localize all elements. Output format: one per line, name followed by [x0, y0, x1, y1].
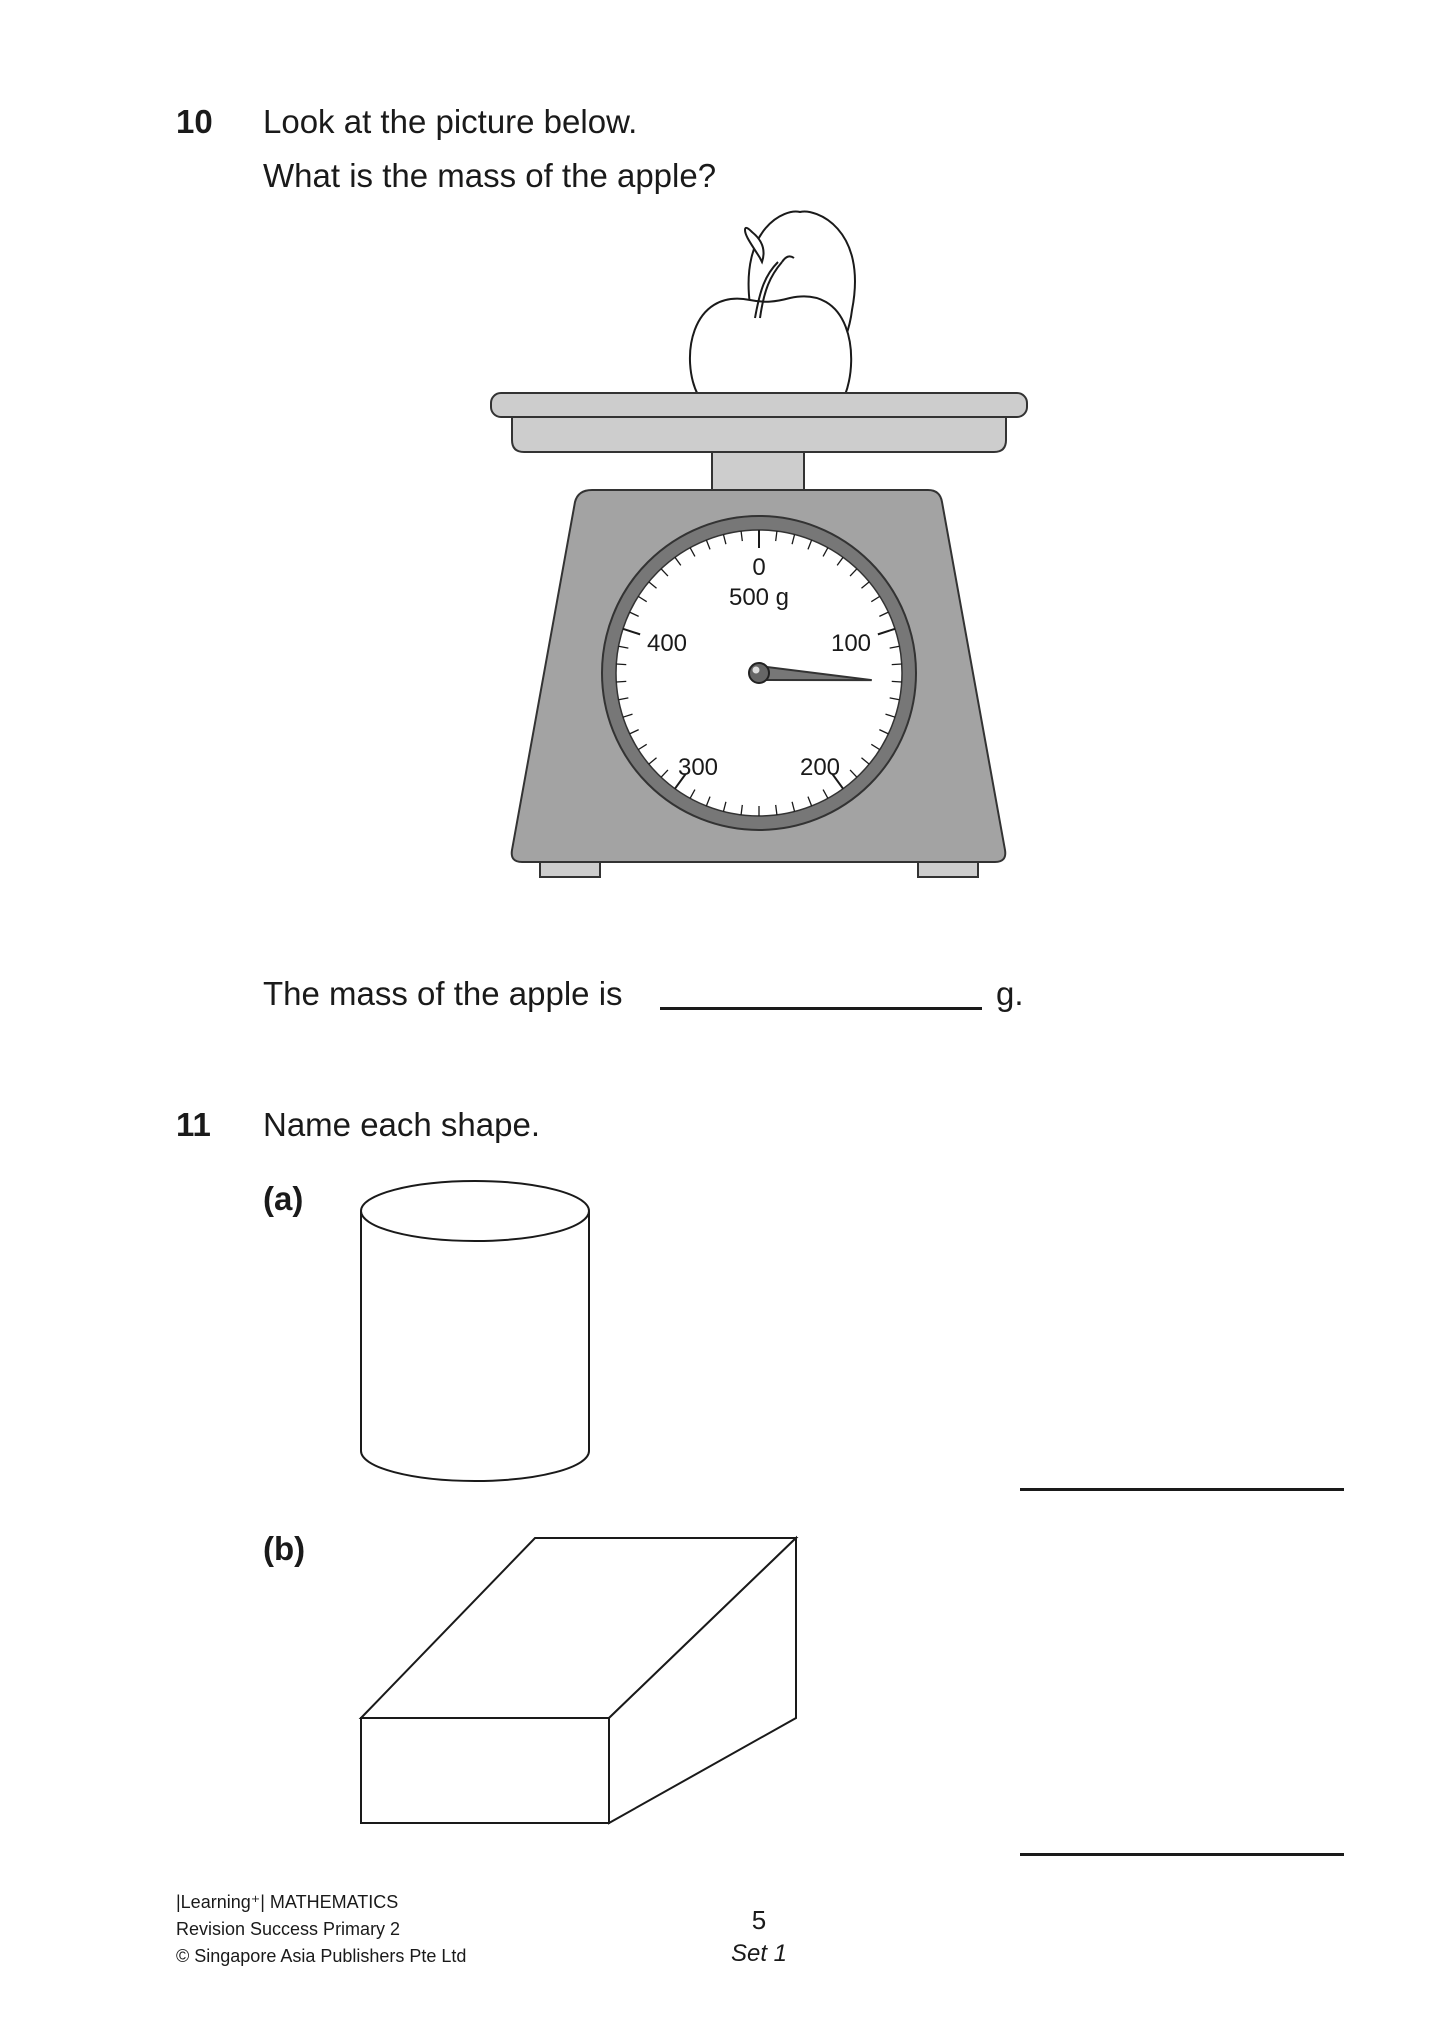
- dial-label-400: 400: [647, 630, 687, 657]
- scale-foot-right: [917, 861, 979, 878]
- dial-tick: [740, 804, 743, 815]
- dial-tick: [722, 534, 727, 545]
- footer-publisher-info: |Learning⁺| MATHEMATICS Revision Success…: [176, 1889, 466, 1970]
- dial-tick: [891, 680, 902, 683]
- dial-label-100: 100: [831, 630, 871, 657]
- part-a-label: (a): [263, 1180, 304, 1217]
- weighing-scale-figure: 0 500 g 100 200 300 400: [490, 210, 1028, 878]
- scale-foot-left: [539, 861, 601, 878]
- answer-blank-a[interactable]: [1020, 1488, 1344, 1491]
- dial-tick: [637, 595, 648, 603]
- dial-tick: [885, 713, 896, 718]
- footer-series: |Learning⁺| MATHEMATICS: [176, 1892, 399, 1912]
- dial-tick: [618, 645, 629, 649]
- set-label: Set 1: [730, 1940, 788, 1967]
- dial-tick: [674, 556, 682, 566]
- dial-tick: [622, 627, 641, 636]
- apple-icon: [688, 210, 856, 397]
- question-number-10: 10: [176, 103, 213, 140]
- dial-tick: [877, 627, 896, 636]
- dial-tick: [822, 547, 829, 557]
- dial-tick: [660, 769, 669, 778]
- dial-tick: [637, 743, 648, 751]
- dial-tick: [822, 789, 829, 799]
- scale-tray: [490, 392, 1028, 453]
- page-number: 5: [751, 1905, 767, 1935]
- question-10-question: What is the mass of the apple?: [263, 157, 717, 194]
- dial-tick: [616, 663, 627, 666]
- dial-tick: [674, 773, 687, 790]
- dial-tick: [705, 796, 711, 807]
- dial-tick: [791, 801, 796, 812]
- question-number-11: 11: [176, 1106, 211, 1143]
- question-10-instruction: Look at the picture below.: [263, 103, 638, 140]
- dial-tick: [807, 796, 813, 807]
- dial-tick: [791, 534, 796, 545]
- dial-label-300: 300: [678, 754, 718, 781]
- dial-tick: [849, 769, 858, 778]
- dial-tick: [870, 743, 881, 751]
- dial-tick: [648, 581, 657, 589]
- dial-tick: [861, 757, 870, 765]
- footer-title: Revision Success Primary 2: [176, 1919, 401, 1939]
- dial-tick: [775, 804, 778, 815]
- dial-tick: [889, 697, 900, 701]
- dial-tick: [891, 663, 902, 666]
- answer-unit: g.: [996, 975, 1024, 1012]
- dial-tick: [689, 789, 696, 799]
- dial-tick: [861, 581, 870, 589]
- footer-copyright: © Singapore Asia Publishers Pte Ltd: [176, 1946, 467, 1966]
- dial-tick: [836, 556, 844, 566]
- part-b-label: (b): [263, 1530, 306, 1567]
- scale-neck: [711, 451, 805, 491]
- dial-tick: [629, 611, 639, 617]
- dial-tick: [775, 531, 778, 542]
- dial-tick: [629, 729, 639, 735]
- dial-tick: [705, 539, 711, 550]
- dial-tick: [660, 568, 669, 577]
- dial-tick: [722, 801, 727, 812]
- dial-label-200: 200: [800, 754, 840, 781]
- dial-max-label: 500 g: [729, 584, 789, 611]
- dial-tick: [740, 531, 743, 542]
- dial-tick: [622, 713, 633, 718]
- dial-tick: [889, 645, 900, 649]
- answer-blank-mass[interactable]: [660, 1007, 982, 1010]
- dial-tick: [870, 595, 881, 603]
- question-11-prompt: Name each shape.: [263, 1106, 541, 1143]
- dial-tick: [849, 568, 858, 577]
- dial-tick: [618, 697, 629, 701]
- dial-tick: [879, 729, 889, 735]
- dial-pivot-highlight: [752, 666, 760, 674]
- dial-tick: [648, 757, 657, 765]
- dial-tick: [807, 539, 813, 550]
- dial-ticks: [616, 530, 902, 816]
- dial-tick: [689, 547, 696, 557]
- dial-label-0: 0: [752, 554, 765, 581]
- dial-tick: [831, 773, 844, 790]
- answer-prompt-mass: The mass of the apple is: [263, 975, 623, 1012]
- dial-tick: [616, 680, 627, 683]
- dial-tick: [879, 611, 889, 617]
- answer-blank-b[interactable]: [1020, 1853, 1344, 1856]
